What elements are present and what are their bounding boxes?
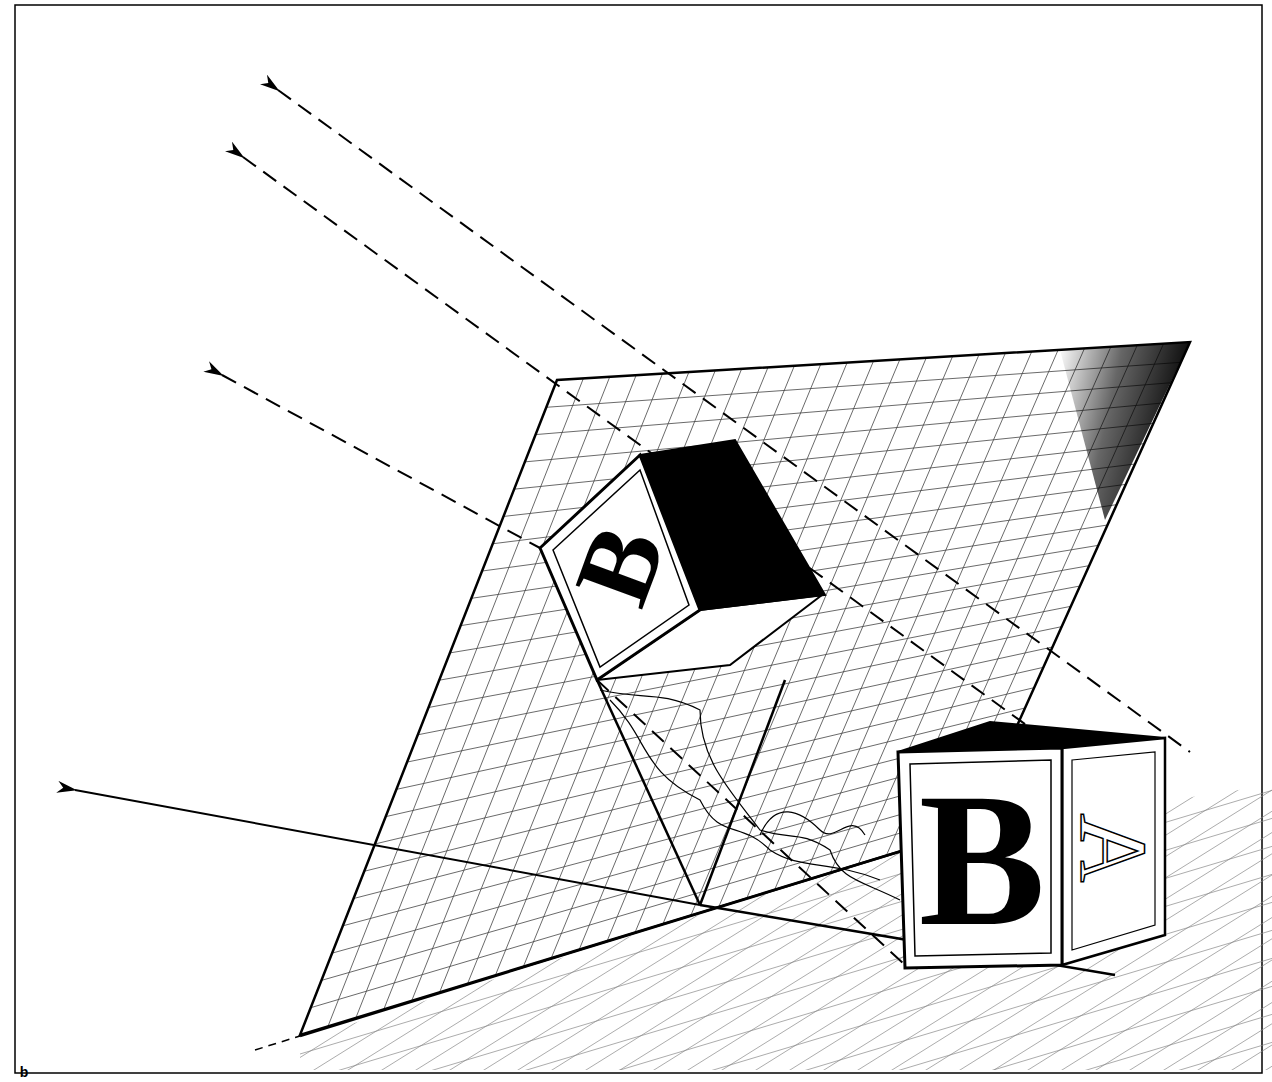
grid-line — [200, 306, 1272, 636]
base-line — [300, 850, 905, 1036]
grid-line — [1048, 700, 1272, 1082]
mirror-plane — [300, 342, 1190, 1035]
grid-line — [200, 1034, 1272, 1082]
cube-front — [898, 748, 1062, 968]
grid-line — [200, 0, 1272, 216]
grid-line — [200, 54, 1272, 384]
grid-line — [0, 700, 158, 1082]
grid-line — [200, 0, 1272, 188]
mirror-grid — [311, 344, 1181, 1027]
grid-line — [0, 700, 90, 1082]
cube-side — [1062, 738, 1165, 965]
grid-line — [200, 26, 1272, 356]
grid-line — [0, 700, 328, 1082]
grid-line — [200, 0, 1272, 48]
figure-label: b — [20, 1065, 29, 1079]
grid-line — [200, 0, 1272, 132]
grid-line — [200, 0, 1272, 244]
light-ray — [222, 375, 540, 548]
grid-line — [0, 700, 192, 1082]
grid-line — [1150, 700, 1272, 1082]
grid-line — [0, 700, 226, 1082]
reflected-cube-face — [540, 455, 700, 680]
light-ray — [597, 680, 905, 965]
grid-line — [200, 0, 1272, 104]
wobble-line — [600, 690, 900, 900]
grid-line — [0, 700, 124, 1082]
grid-line — [200, 0, 1272, 328]
grid-line — [0, 700, 260, 1082]
wobble-line — [610, 700, 880, 880]
reflected-face-border — [553, 470, 689, 667]
grid-line — [1252, 700, 1272, 1082]
grid-line — [1218, 700, 1272, 1082]
grid-line — [0, 700, 56, 1082]
grid-line — [1184, 700, 1272, 1082]
grid-line — [200, 0, 1272, 20]
grid-line — [200, 0, 1272, 272]
grid-line — [200, 0, 1272, 160]
mirror-shadow — [1060, 342, 1190, 520]
light-ray — [243, 157, 1040, 735]
block-letter: A — [1065, 813, 1161, 882]
image-line — [597, 680, 700, 905]
grid-line — [200, 1062, 1272, 1082]
cube-front-border — [910, 760, 1051, 956]
block-letter: B — [919, 765, 1046, 955]
grid-line — [200, 0, 1272, 76]
grid-line — [0, 700, 294, 1082]
light-ray — [278, 90, 1190, 752]
wobble-line — [760, 812, 865, 835]
grid-line — [844, 700, 1272, 1082]
grid-line — [0, 700, 22, 1082]
normal-line — [700, 680, 785, 905]
base-line — [255, 1036, 300, 1050]
grid-line — [878, 700, 1272, 1082]
mirror-outline — [300, 342, 1190, 1035]
grid-line — [525, 403, 1163, 462]
normal-arrow — [75, 790, 700, 905]
frame — [15, 5, 1262, 1073]
